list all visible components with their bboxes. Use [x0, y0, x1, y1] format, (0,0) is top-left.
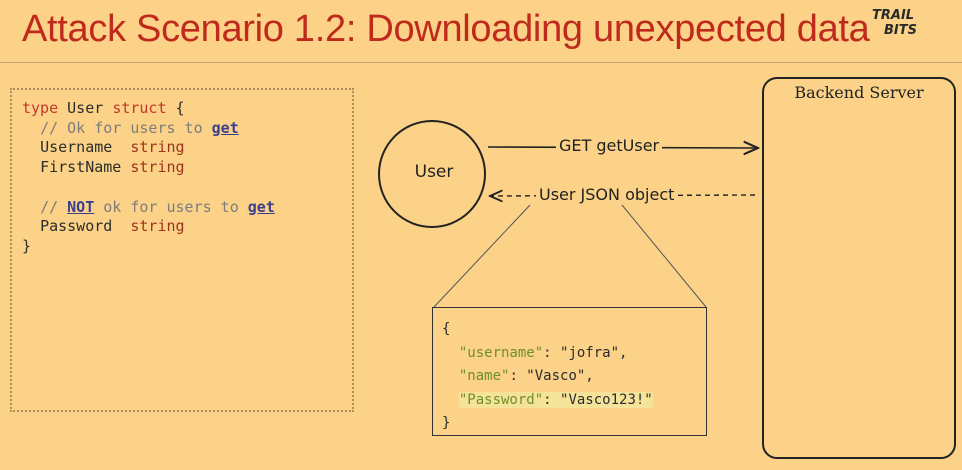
- backend-server-node: [762, 77, 956, 459]
- json-key: "Password": [458, 391, 544, 408]
- json-value: : "jofra",: [543, 344, 628, 361]
- user-label: User: [414, 162, 454, 182]
- json-key: "name": [458, 368, 510, 384]
- server-label: Backend Server: [794, 83, 924, 102]
- code-field-name: Password: [40, 217, 113, 236]
- json-value: : "Vasco",: [509, 368, 594, 384]
- logo-line-2: BITS: [884, 23, 917, 38]
- code-field-type: string: [130, 217, 185, 236]
- code-brace: }: [22, 236, 32, 255]
- code-brace: {: [175, 99, 185, 117]
- code-comment: // Ok for users to get: [40, 118, 239, 137]
- json-password-highlight: "Password": "Vasco123!": [458, 391, 653, 408]
- json-value: : "Vasco123!": [543, 391, 653, 408]
- code-field-type: string: [130, 138, 185, 157]
- request-label: GET getUser: [556, 136, 663, 155]
- code-field-name: FirstName: [40, 158, 122, 177]
- code-keyword: type: [22, 99, 59, 117]
- title-divider: [0, 62, 962, 63]
- response-label: User JSON object: [536, 185, 678, 204]
- code-panel: [10, 88, 354, 412]
- code-field-type: string: [130, 158, 185, 177]
- code-type-name: User: [67, 99, 104, 117]
- json-content: { "username": "jofra", "name": "Vasco", …: [442, 318, 653, 436]
- callout-line-right: [621, 204, 707, 308]
- json-key: "username": [458, 344, 544, 361]
- code-comment: // NOT ok for users to get: [40, 197, 275, 216]
- logo-line-1: TRAIL: [872, 8, 915, 23]
- user-node: [378, 120, 486, 228]
- json-brace: {: [442, 321, 451, 337]
- slide-title: Attack Scenario 1.2: Downloading unexpec…: [22, 8, 870, 50]
- callout-line-left: [433, 204, 531, 308]
- code-keyword: struct: [112, 99, 167, 117]
- trail-of-bits-logo: TRAIL BITS: [870, 6, 930, 46]
- code-field-name: Username: [40, 138, 113, 157]
- response-arrow: [490, 195, 756, 196]
- struct-code: type User struct { // Ok for users to ge…: [22, 99, 275, 257]
- json-popup: [432, 307, 707, 436]
- json-brace: }: [442, 415, 451, 431]
